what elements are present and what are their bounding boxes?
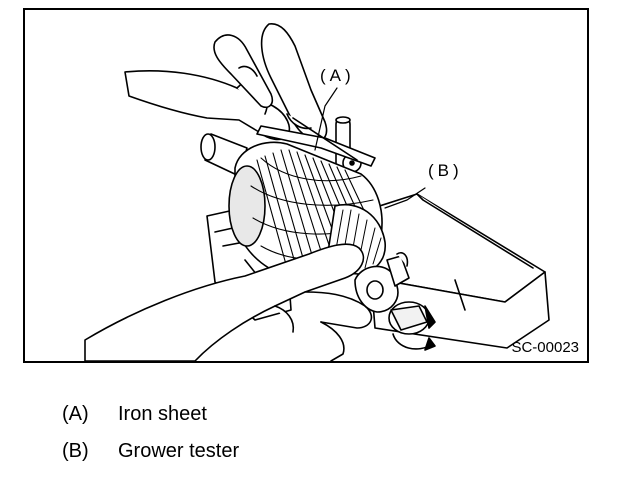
- legend-text-b: Grower tester: [118, 440, 240, 462]
- callout-a-label: (A): [320, 66, 355, 85]
- leader-lines: [314, 87, 426, 209]
- legend-key-a: (A): [62, 403, 89, 425]
- armature-test-illustration: [84, 23, 550, 361]
- illustration-frame: (A) (B) SC-00023: [23, 8, 589, 363]
- legend-text-a: Iron sheet: [118, 403, 207, 425]
- legend-key-b: (B): [62, 440, 89, 462]
- rotation-knob: [388, 301, 436, 351]
- lower-hand: [84, 243, 373, 361]
- tester-dial: [354, 251, 410, 313]
- upper-hand: [124, 23, 328, 142]
- figure-code: SC-00023: [511, 339, 579, 356]
- callout-b-label: (B): [428, 161, 463, 180]
